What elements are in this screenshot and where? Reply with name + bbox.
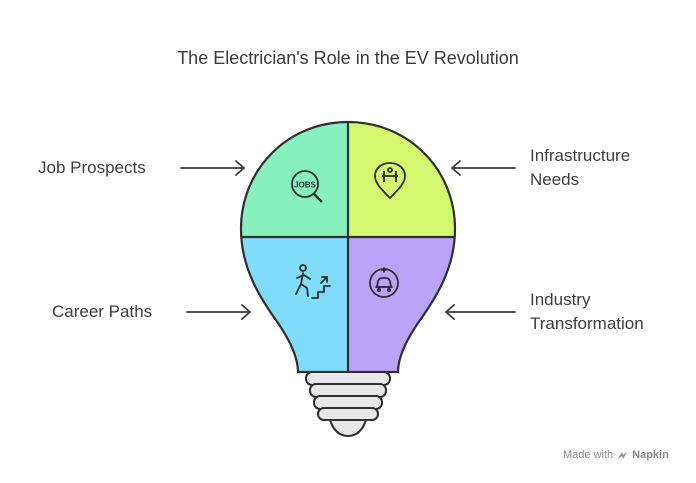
quadrant-infrastructure-needs <box>348 122 455 237</box>
quadrant-industry-transformation <box>348 237 455 372</box>
climbing-stairs-icon <box>295 264 331 299</box>
quadrant-job-prospects <box>241 122 348 237</box>
arrow-career-paths <box>186 304 251 320</box>
label-job-prospects: Job Prospects <box>38 158 146 177</box>
made-with-footer: Made with Napkin <box>563 449 669 461</box>
location-pin-icon <box>374 162 406 200</box>
quadrant-career-paths <box>241 237 348 372</box>
diagram-title: The Electrician's Role in the EV Revolut… <box>177 48 519 68</box>
napkin-logo-icon <box>618 451 628 459</box>
arrow-industry-transformation <box>445 304 516 320</box>
label-line: Transformation <box>530 314 644 333</box>
arrow-job-prospects <box>180 160 245 176</box>
label-career-paths: Career Paths <box>52 302 153 321</box>
electric-car-icon <box>369 267 399 298</box>
label-infrastructure-needs: Infrastructure Needs <box>530 144 630 192</box>
made-with-text: Made with <box>563 449 614 461</box>
jobs-icon-text: JOBS <box>294 181 316 190</box>
label-industry-transformation: Industry Transformation <box>530 288 644 336</box>
label-line: Industry <box>530 290 591 309</box>
arrow-infrastructure-needs <box>451 160 516 176</box>
label-line: Infrastructure <box>530 146 631 165</box>
label-line: Needs <box>530 170 580 189</box>
napkin-brand: Napkin <box>632 449 669 461</box>
bulb-base <box>305 371 391 438</box>
jobs-search-icon: JOBS <box>291 170 323 203</box>
